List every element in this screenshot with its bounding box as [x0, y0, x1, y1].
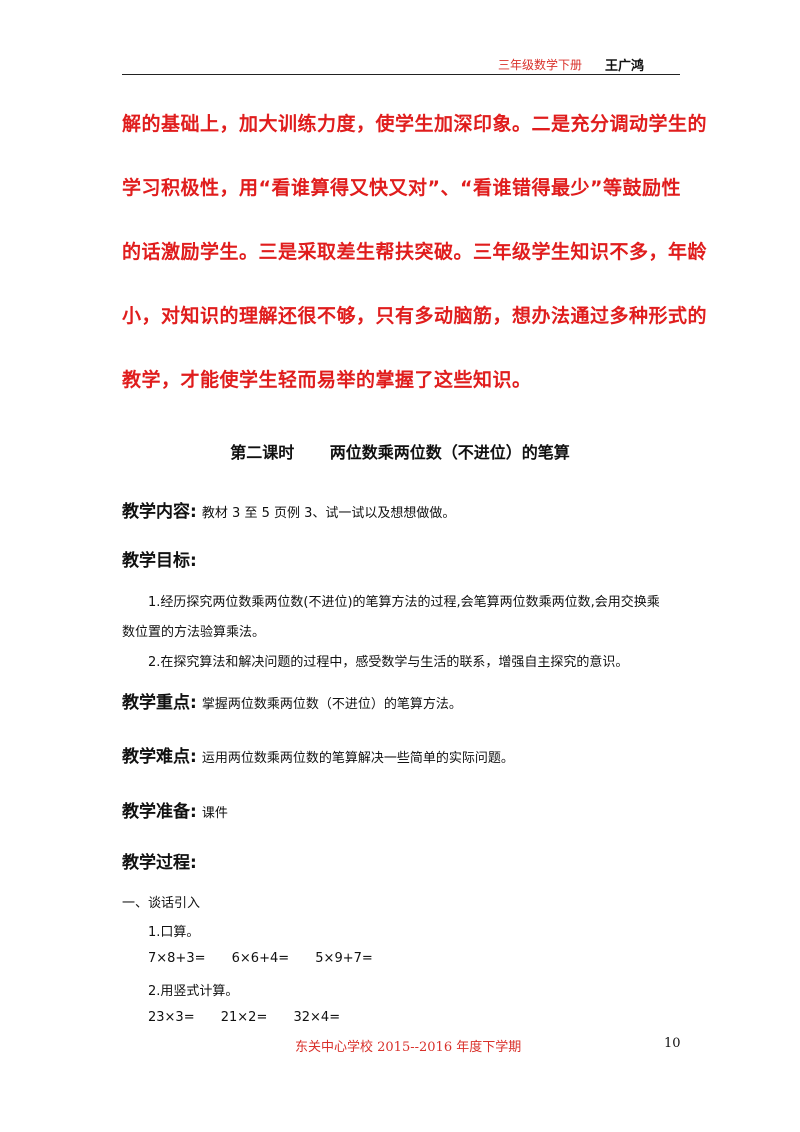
process-section: 教学过程: — [122, 848, 197, 873]
intro-line: 教学，才能使学生轻而易举的掌握了这些知识。 — [122, 369, 532, 391]
key-points-label: 教学重点: — [122, 693, 197, 713]
vertical-problem: 23×3= — [148, 1010, 195, 1025]
oral-title: 1.口算。 — [148, 925, 200, 940]
vertical-title: 2.用竖式计算。 — [148, 984, 239, 999]
intro-line: 解的基础上，加大训练力度，使学生加深印象。二是充分调动学生的 — [122, 113, 708, 135]
footer-school: 东关中心学校 2015--2016 年度下学期 — [295, 1040, 522, 1055]
oral-problem: 6×6+4= — [231, 951, 290, 966]
vertical-problems: 23×3= 21×2= 32×4= — [148, 1010, 340, 1025]
key-points-section: 教学重点: 掌握两位数乘两位数（不进位）的笔算方法。 — [122, 688, 462, 713]
content-value: 教材 3 至 5 页例 3、试一试以及想想做做。 — [201, 506, 456, 521]
goal-item-1: 1.经历探究两位数乘两位数(不进位)的笔算方法的过程,会笔算两位数乘两位数,会用… — [122, 595, 660, 640]
oral-problem: 7×8+3= — [148, 951, 206, 966]
goal-item-2: 2.在探究算法和解决问题的过程中，感受数学与生活的联系，增强自主探究的意识。 — [148, 655, 629, 670]
process-step-1: 一、谈话引入 — [122, 896, 201, 911]
oral-problems: 7×8+3= 6×6+4= 5×9+7= — [148, 951, 373, 966]
difficulty-value: 运用两位数乘两位数的笔算解决一些简单的实际问题。 — [201, 751, 514, 766]
difficulty-section: 教学难点: 运用两位数乘两位数的笔算解决一些简单的实际问题。 — [122, 742, 514, 767]
key-points-value: 掌握两位数乘两位数（不进位）的笔算方法。 — [201, 697, 462, 712]
intro-paragraph: 解的基础上，加大训练力度，使学生加深印象。二是充分调动学生的 学习积极性，用“看… — [122, 92, 708, 412]
header-author: 王广鸿 — [604, 59, 644, 74]
vertical-problem: 32×4= — [293, 1010, 341, 1025]
goals-section: 教学目标: — [122, 546, 197, 571]
vertical-problem: 21×2= — [220, 1010, 268, 1025]
oral-problem: 5×9+7= — [315, 951, 373, 966]
intro-line: 学习积极性，用“看谁算得又快又对”、“看谁错得最少”等鼓励性 — [122, 177, 681, 199]
header-subject: 三年级数学下册 — [497, 58, 582, 72]
content-label: 教学内容: — [122, 502, 197, 522]
intro-line: 的话激励学生。三是采取差生帮扶突破。三年级学生知识不多，年龄 — [122, 241, 708, 263]
prep-label: 教学准备: — [122, 802, 197, 822]
page-number: 10 — [664, 1036, 681, 1051]
prep-section: 教学准备: 课件 — [122, 797, 228, 822]
lesson-period: 第二课时 — [230, 443, 295, 462]
process-label: 教学过程: — [122, 853, 197, 873]
difficulty-label: 教学难点: — [122, 747, 197, 767]
prep-value: 课件 — [201, 806, 228, 821]
lesson-name: 两位数乘两位数（不进位）的笔算 — [329, 443, 570, 462]
content-section: 教学内容: 教材 3 至 5 页例 3、试一试以及想想做做。 — [122, 497, 455, 522]
intro-line: 小，对知识的理解还很不够，只有多动脑筋，想办法通过多种形式的 — [122, 305, 708, 327]
goals-label: 教学目标: — [122, 551, 197, 571]
lesson-title: 第二课时 两位数乘两位数（不进位）的笔算 — [0, 439, 800, 463]
page-header: 三年级数学下册 王广鸿 — [122, 56, 680, 75]
